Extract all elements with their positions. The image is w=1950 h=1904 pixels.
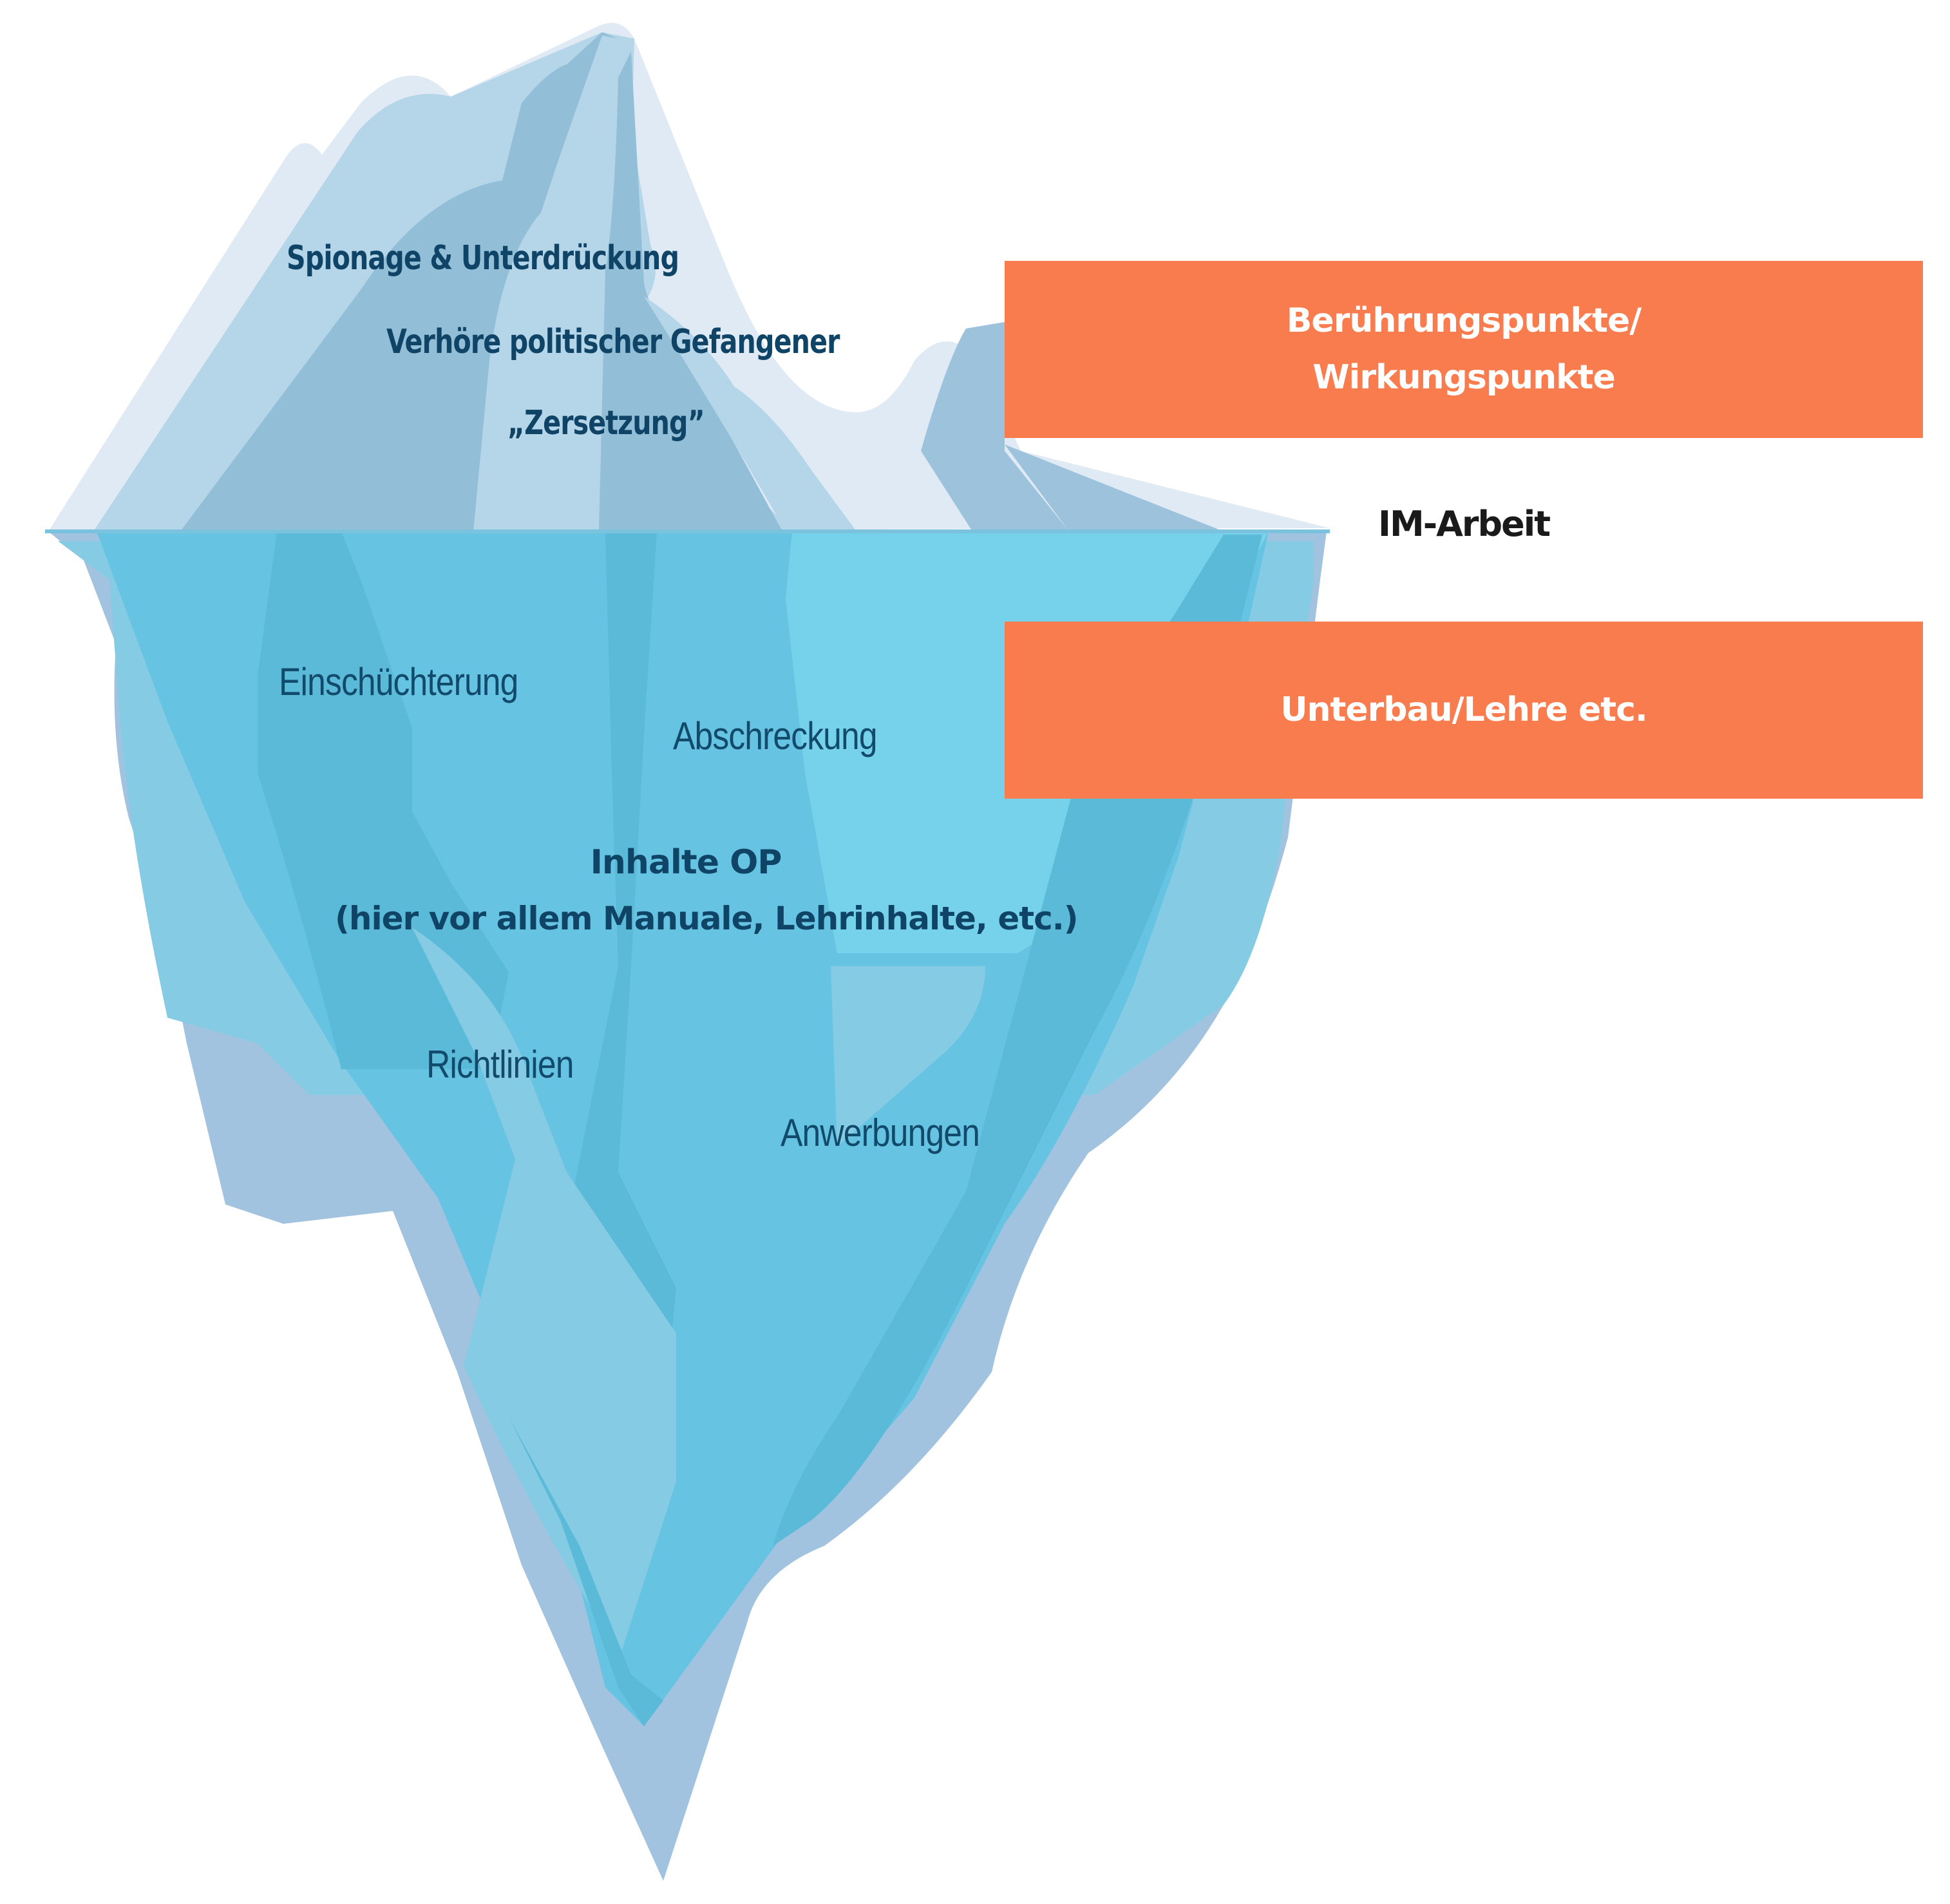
label-abschreckung: Abschreckung <box>673 714 878 757</box>
tip-light-right <box>644 296 857 531</box>
label-zersetzung: „Zersetzung” <box>507 404 705 443</box>
legend-box-contact-points: Berührungspunkte/ Wirkungspunkte <box>1005 261 1923 438</box>
legend-waterline-label: IM-Arbeit <box>1377 504 1551 544</box>
submerged-mid-center <box>567 531 676 1353</box>
legend-box-foundation: Unterbau/Lehre etc. <box>1005 622 1923 799</box>
tip-mid-right <box>599 52 782 531</box>
label-richtlinien: Richtlinien <box>426 1043 574 1086</box>
tip-dark-right <box>921 322 1069 531</box>
legend-box-foundation-label: Unterbau/Lehre etc. <box>1280 690 1647 729</box>
label-inhalte-op-sub: (hier vor allem Manuale, Lehrinhalte, et… <box>335 900 1079 937</box>
tip-dark-right-lower <box>1005 444 1224 531</box>
submerged-soft-center <box>412 928 676 1662</box>
label-verhoere: Verhöre politischer Gefangener <box>386 323 840 361</box>
label-inhalte-op: Inhalte OP <box>590 843 782 882</box>
legend-box-contact-points-line1: Berührungspunkte/ <box>1286 301 1642 341</box>
legend-box-contact-points-line2: Wirkungspunkte <box>1312 357 1616 397</box>
submerged-mid-left <box>258 531 509 1069</box>
submerged-tip-shade <box>509 1417 663 1726</box>
iceberg-tip <box>48 23 1330 531</box>
label-einschuechterung: Einschüchterung <box>279 660 518 703</box>
label-spionage: Spionage & Unterdrückung <box>287 239 679 278</box>
submerged-soft-right <box>831 966 985 1147</box>
label-anwerbungen: Anwerbungen <box>781 1111 980 1154</box>
